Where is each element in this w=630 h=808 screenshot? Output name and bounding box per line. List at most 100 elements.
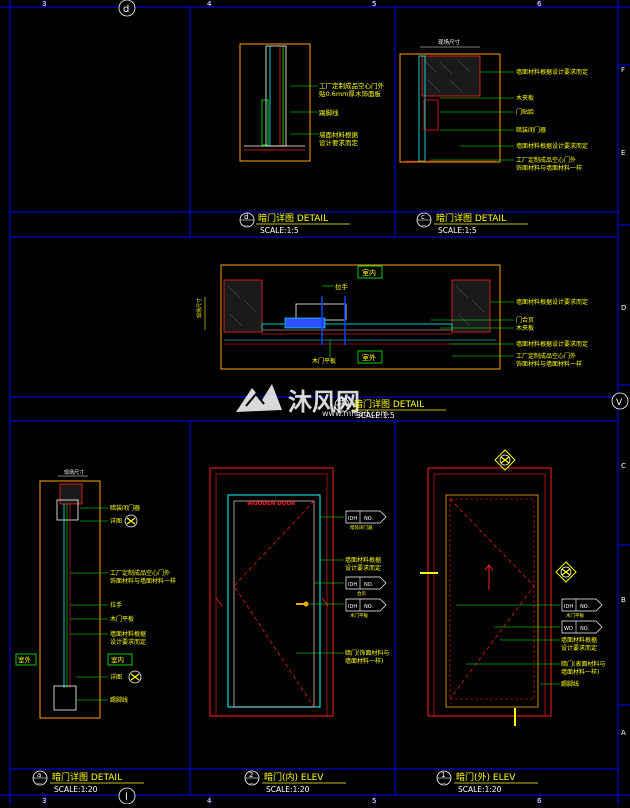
elev-out-note-4: 墙面材料一样) bbox=[561, 668, 599, 676]
title-a-text: 暗门详图 DETAIL bbox=[52, 771, 122, 783]
watermark-url: www.mfcad.com bbox=[322, 409, 388, 418]
title-c-sub: — bbox=[421, 223, 426, 229]
elev-out-tag-1-left: IDH bbox=[564, 604, 573, 610]
title-e2-mark: 2 bbox=[249, 771, 253, 779]
detail-d-note-1: 工厂定制成品空心门外 bbox=[319, 81, 385, 90]
title-e1-scale: SCALE:1:20 bbox=[458, 785, 502, 794]
title-e2-scale: SCALE:1:20 bbox=[266, 785, 310, 794]
title-d-scale: SCALE:1:5 bbox=[260, 226, 299, 235]
right-circle-label: V bbox=[616, 398, 623, 408]
title-block-b: b — 暗门详图 DETAIL SCALE:1:5 bbox=[334, 397, 446, 420]
title-e2-text: 暗门(内) ELEV bbox=[264, 771, 324, 783]
title-block-a: a — 暗门详图 DETAIL SCALE:1:20 bbox=[32, 770, 144, 794]
title-a-sub: — bbox=[37, 781, 42, 787]
detail-d-note-5: 设计要求而定 bbox=[319, 138, 359, 147]
watermark-logo-icon bbox=[236, 384, 282, 412]
elev-out-tag-1: IDH NO. 木门平板 bbox=[561, 598, 603, 619]
right-letter-b: B bbox=[621, 596, 626, 604]
detail-d: 工厂定制成品空心门外 贴0.6mm厚木饰面板 踢脚线 墙面材料根据 设计要求而定 bbox=[239, 43, 385, 162]
right-letter-d: D bbox=[621, 304, 626, 312]
title-block-c: c — 暗门详图 DETAIL SCALE:1:5 bbox=[416, 212, 528, 235]
elev-out-tag-2-left: WD bbox=[564, 626, 573, 632]
title-e1-text: 暗门(外) ELEV bbox=[456, 771, 516, 783]
detail-a-detail-tag-icon bbox=[124, 514, 138, 528]
detail-d-note-4: 墙面材料根据 bbox=[319, 130, 359, 139]
elev-in-tag-2-cap: 合页 bbox=[357, 590, 366, 597]
detail-c-note-2: 木夹板 bbox=[516, 94, 534, 102]
detail-a-note-6: 木门平板 bbox=[110, 615, 134, 623]
bottom-number-5: 5 bbox=[372, 797, 376, 804]
title-d-text: 暗门详图 DETAIL bbox=[258, 212, 328, 224]
detail-b-note-4: 墙面材料根据设计要求而定 bbox=[516, 340, 588, 348]
detail-c-note-4: 暗装闭门器 bbox=[516, 126, 546, 134]
elev-in-tag-3-cap: 木门平板 bbox=[350, 612, 368, 619]
title-e2-sub: — bbox=[249, 781, 254, 787]
title-a-mark: a bbox=[37, 771, 41, 779]
detail-a-note-2: 详图 bbox=[110, 517, 122, 525]
detail-b-pull: 拉手 bbox=[335, 282, 349, 291]
detail-c-note-7: 饰面材料与墙面材料一样 bbox=[516, 164, 582, 172]
title-b-scale: SCALE:1:5 bbox=[356, 411, 395, 420]
detail-a-dim: 现场尺寸 bbox=[64, 469, 84, 476]
elev-in-tag-3: IDH NO. 木门平板 bbox=[345, 598, 387, 619]
elev-out-note-5: 踢脚线 bbox=[561, 680, 579, 688]
detail-c-note-5: 墙面材料根据设计要求而定 bbox=[516, 142, 588, 150]
detail-b-note-5: 工厂定制成品空心门外 bbox=[516, 352, 576, 360]
title-b-sub: — bbox=[339, 408, 344, 414]
title-d-sub: — bbox=[244, 223, 249, 229]
elev-in-note-1: 墙面材料根据 bbox=[345, 556, 381, 564]
elevation-inside: WOODEN DOOR IDH NO. 暗装闭门器 IDH NO. 合页 bbox=[209, 467, 389, 717]
detail-b-note-2: 门合页 bbox=[516, 316, 534, 324]
grid-markers: 3 4 5 6 3 4 5 6 F E D C B A bbox=[42, 0, 626, 805]
title-c-scale: SCALE:1:5 bbox=[438, 226, 477, 235]
title-c-text: 暗门详图 DETAIL bbox=[436, 212, 506, 224]
elev-in-header: WOODEN DOOR bbox=[247, 501, 296, 507]
top-circle-label: d bbox=[123, 4, 129, 15]
bottom-number-6: 6 bbox=[537, 797, 542, 804]
bottom-circle-label: l bbox=[125, 792, 128, 803]
top-number-5: 5 bbox=[372, 0, 376, 8]
detail-c-note-6: 工厂定制成品空心门外 bbox=[516, 156, 576, 164]
detail-c-note-3: 门贴脸 bbox=[516, 108, 534, 116]
elev-out-section-marker-icon bbox=[494, 449, 516, 471]
detail-b-wood-frame: 木门平板 bbox=[312, 357, 336, 365]
detail-b-note-6: 饰面材料与墙面材料一样 bbox=[516, 360, 582, 368]
right-letter-e: E bbox=[621, 149, 625, 157]
detail-b-dim: 现场尺寸 bbox=[196, 298, 203, 318]
elev-out-note-2: 设计要求而定 bbox=[561, 644, 597, 652]
grid-circles: d l V bbox=[118, 0, 629, 805]
detail-a-note-10: 踢脚线 bbox=[110, 696, 128, 704]
elev-out-note-3: 暗门(表面材料与 bbox=[561, 660, 605, 668]
detail-a-detail-tag-icon-2 bbox=[128, 670, 142, 684]
detail-a-room-in: 室内 bbox=[111, 655, 124, 664]
title-e1-sub: — bbox=[441, 781, 446, 787]
title-e1-mark: 1 bbox=[441, 771, 445, 779]
title-block-e1: 1 — 暗门(外) ELEV SCALE:1:20 bbox=[436, 770, 538, 794]
right-letter-c: C bbox=[621, 462, 626, 470]
elev-in-tag-1-left: IDH bbox=[348, 516, 357, 522]
elev-out-tag-1-cap: 木门平板 bbox=[566, 612, 584, 619]
title-block-d: d — 暗门详图 DETAIL SCALE:1:5 bbox=[239, 212, 350, 235]
elev-out-tag-1-right: NO. bbox=[580, 604, 589, 610]
right-letter-f: F bbox=[621, 66, 625, 74]
elev-out-tag-2-right: NO. bbox=[580, 626, 589, 632]
elev-in-tag-2-left: IDH bbox=[348, 582, 357, 588]
detail-a-room-out: 室外 bbox=[18, 655, 32, 664]
detail-b: 现场尺寸 室内 室外 拉手 木门平板 bbox=[196, 264, 588, 370]
elev-in-note-2: 设计要求而定 bbox=[345, 564, 381, 572]
elev-in-tag-2-right: NO. bbox=[364, 582, 373, 588]
bottom-number-4: 4 bbox=[207, 797, 212, 804]
elev-in-tag-3-left: IDH bbox=[348, 604, 357, 610]
elev-in-tag-1-cap: 暗装闭门器 bbox=[350, 524, 373, 531]
title-block-e2: 2 — 暗门(内) ELEV SCALE:1:20 bbox=[244, 770, 346, 794]
detail-d-note-2: 贴0.6mm厚木饰面板 bbox=[319, 89, 382, 98]
top-number-3: 3 bbox=[42, 0, 46, 8]
elev-in-tag-3-right: NO. bbox=[364, 604, 373, 610]
elev-out-side-marker-icon bbox=[555, 561, 577, 583]
detail-b-note-3: 木夹板 bbox=[516, 324, 534, 332]
elev-in-tag-1-right: NO. bbox=[364, 516, 373, 522]
detail-a-note-4: 饰面材料与墙面材料一样 bbox=[110, 577, 176, 585]
title-c-mark: c bbox=[421, 213, 425, 221]
